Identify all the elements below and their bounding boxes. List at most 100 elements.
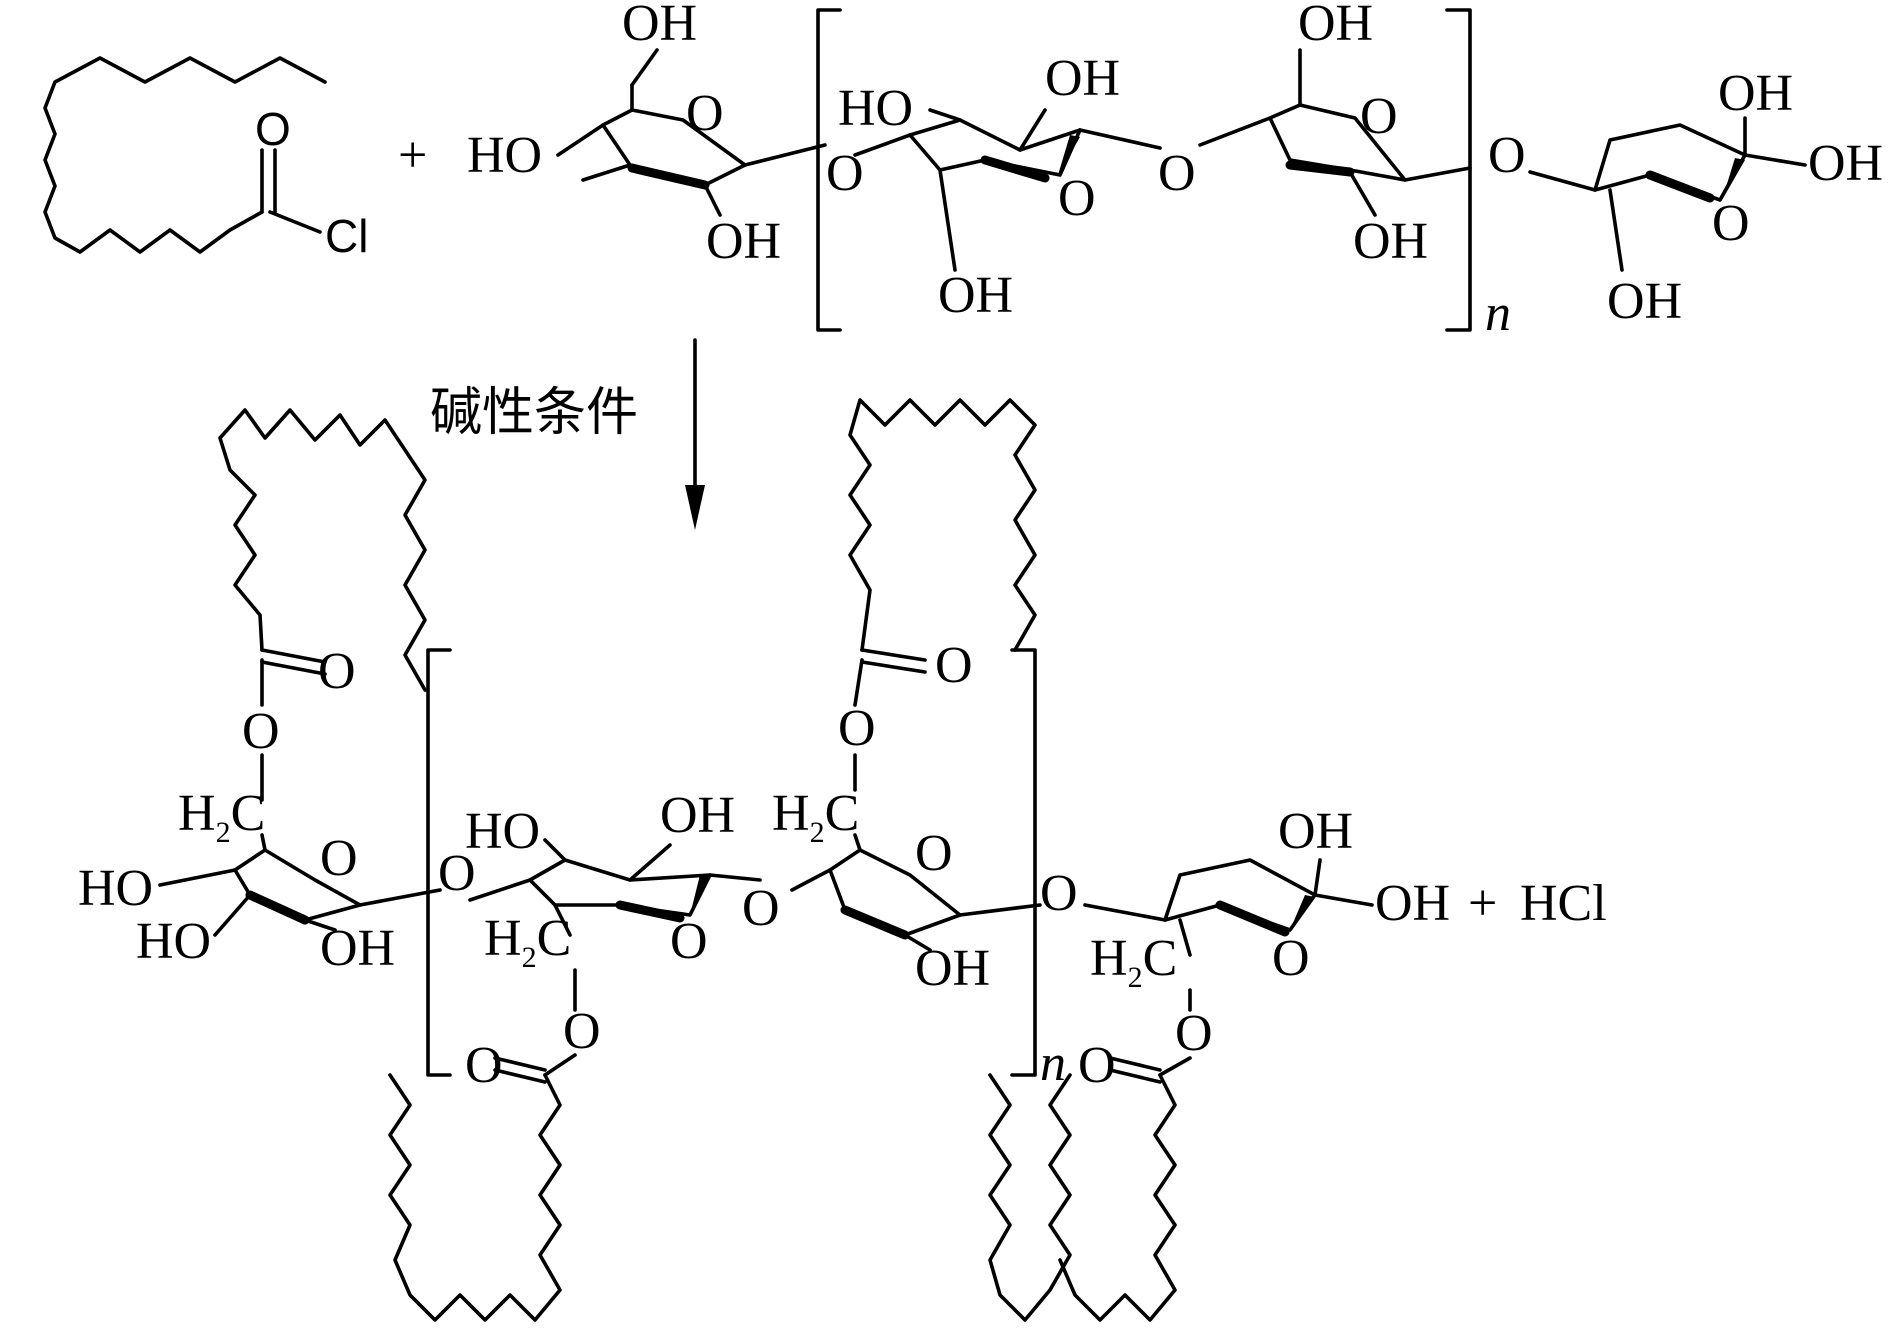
methylene-label: H2C <box>178 785 265 849</box>
bond <box>553 903 572 937</box>
hydroxyl-label: OH <box>622 0 697 52</box>
ester-carbonyl-bond-a <box>860 648 927 662</box>
ester-carbonyl-oxygen-label: O <box>465 1037 503 1094</box>
bond <box>958 903 1042 917</box>
hydroxyl-label: OH <box>1353 213 1428 270</box>
ester-carbonyl-bond-b <box>260 660 327 676</box>
bond <box>260 833 267 852</box>
plus-sign-reactants: + <box>398 127 427 184</box>
ester-oxygen-label: O <box>1175 1005 1213 1062</box>
bond <box>1313 858 1322 897</box>
bond <box>213 893 252 937</box>
bond <box>1018 108 1047 152</box>
pyranose-ring <box>1163 858 1317 932</box>
ester-carbonyl-bond-a <box>1108 1056 1162 1072</box>
arrow-head <box>685 485 705 530</box>
bond <box>543 838 567 862</box>
glycosidic-oxygen-label: O <box>742 880 780 937</box>
bond <box>543 1053 577 1077</box>
hydroxyl-label: HO <box>78 860 153 917</box>
bond <box>158 868 237 887</box>
hydroxyl-label: OH <box>706 213 781 270</box>
methylene-label: H2C <box>484 910 571 974</box>
repeat-subscript-n: n <box>1040 1035 1066 1092</box>
ester-carbonyl-oxygen-label: O <box>318 643 356 700</box>
c-cl-bond <box>268 210 322 234</box>
ring-oxygen-label: O <box>670 913 708 970</box>
bond <box>468 878 532 902</box>
ester-oxygen-label: O <box>242 703 280 760</box>
wedge-bond <box>690 875 710 915</box>
bond <box>853 133 912 157</box>
alkyl-chain <box>1058 1073 1177 1322</box>
hydroxyl-label: OH <box>1718 65 1793 122</box>
repeat-bracket-left <box>816 8 842 332</box>
hydroxyl-label: OH <box>1045 50 1120 107</box>
bond <box>628 843 672 882</box>
bond <box>708 873 762 882</box>
ring-oxygen-label: O <box>686 85 724 142</box>
ring-bold-edge <box>840 905 910 940</box>
hydroxyl-label: HO <box>136 913 211 970</box>
ring-oxygen-label: O <box>1058 170 1096 227</box>
polysaccharide-reactant: HO OH O OH O HO OH O OH O OH O OH <box>467 0 1883 342</box>
bond <box>630 48 659 87</box>
methylene-label: H2C <box>772 785 859 849</box>
ring-oxygen-label: O <box>320 830 358 887</box>
ester-carbonyl-bond-b <box>493 1068 547 1084</box>
wedge-bond <box>1290 895 1315 930</box>
ring-bold-edge <box>1285 160 1355 177</box>
methylene-label: H2C <box>1090 930 1177 994</box>
repeat-bracket-left <box>426 648 452 1077</box>
bond <box>703 183 722 217</box>
alkyl-chain <box>388 1073 562 1322</box>
hydroxyl-label: OH <box>938 267 1013 324</box>
ring-oxygen-label: O <box>1712 195 1750 252</box>
bond <box>903 933 932 952</box>
ester-oxygen-label: O <box>563 1003 601 1060</box>
hydroxyl-label: OH <box>1278 803 1353 860</box>
ester-carbonyl-bond-b <box>860 660 927 674</box>
bond <box>1528 170 1597 192</box>
glycosidic-oxygen-label: O <box>438 845 476 902</box>
hydroxyl-label: OH <box>1375 875 1450 932</box>
repeat-subscript-n: n <box>1485 285 1511 342</box>
hydroxyl-label: OH <box>1808 135 1883 192</box>
ester-carbonyl-oxygen-label: O <box>935 637 973 694</box>
alkyl-chain <box>848 398 1037 652</box>
ring-bold-edge <box>1215 900 1290 937</box>
wedge-bond <box>1058 135 1080 175</box>
ring-bold-edge <box>980 155 1050 183</box>
bond <box>556 123 605 157</box>
plus-sign-byproduct: + <box>1468 875 1497 932</box>
bond <box>1083 903 1167 922</box>
glycosidic-oxygen-label: O <box>1040 865 1078 922</box>
ring-oxygen-label: O <box>1360 88 1398 145</box>
ester-carbonyl-bond-a <box>260 648 327 664</box>
bond <box>1198 116 1272 147</box>
bond <box>1608 188 1624 272</box>
acyl-chloride-reactant: O Cl <box>43 56 368 262</box>
hydroxyl-label: OH <box>660 787 735 844</box>
ring-oxygen-label: O <box>915 825 953 882</box>
reaction-arrow: 碱性条件 <box>430 338 705 530</box>
hcl-byproduct-label: HCl <box>1520 875 1607 932</box>
ring-bold-edge <box>627 163 710 190</box>
ring-bold-edge <box>245 890 310 925</box>
wedge-bond <box>1722 158 1745 200</box>
hydroxyl-label: HO <box>467 127 542 184</box>
bond <box>938 168 957 272</box>
pyranose-ring <box>1593 123 1747 202</box>
repeat-bracket-right <box>1010 648 1037 1077</box>
ring-oxygen-label: O <box>1272 930 1310 987</box>
bond <box>1158 1056 1192 1077</box>
ester-oxygen-label: O <box>838 700 876 757</box>
ester-carbonyl-bond-a <box>493 1056 547 1072</box>
repeat-bracket-right <box>1445 8 1472 332</box>
chlorine-label: Cl <box>325 210 368 262</box>
hydroxyl-label: OH <box>1298 0 1373 52</box>
bond <box>790 868 832 892</box>
ester-carbonyl-bond-b <box>1108 1068 1162 1084</box>
alkyl-chain <box>218 408 427 692</box>
